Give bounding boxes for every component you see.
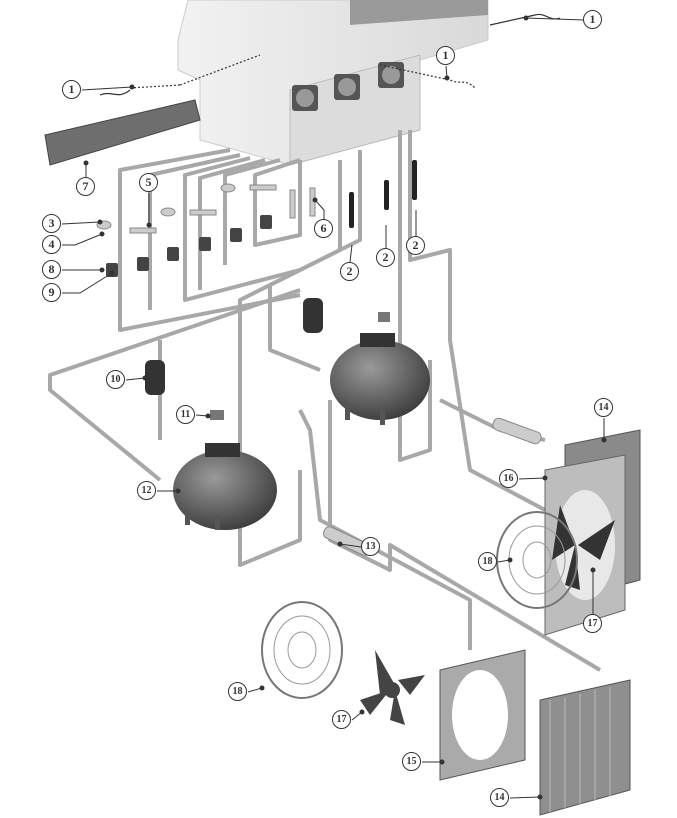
leader-lines (61, 15, 607, 800)
callout-condenser-coil: 14 (490, 788, 509, 807)
callout-fan-shroud: 16 (499, 469, 518, 488)
callout-solenoid-valve: 8 (42, 260, 61, 279)
callout-fan-blade: 17 (332, 710, 351, 729)
compressor (330, 333, 430, 425)
fan-guard (261, 601, 343, 699)
fan-blade (360, 650, 425, 725)
callout-sensor: 1 (583, 10, 602, 29)
evaporator-unit (177, 0, 489, 166)
callout-probe: 2 (406, 236, 425, 255)
compressor (173, 443, 277, 530)
callout-pressure-switch: 11 (176, 405, 195, 424)
callout-valve: 5 (139, 173, 158, 192)
callout-probe: 2 (340, 262, 359, 281)
callout-expansion-valve: 3 (42, 214, 61, 233)
callout-solenoid-coil: 9 (42, 283, 61, 302)
callout-filter-drier: 10 (106, 370, 125, 389)
callout-rail: 7 (76, 177, 95, 196)
callout-fan-shroud: 15 (402, 752, 421, 771)
callout-fan-guard: 18 (478, 552, 497, 571)
callout-sight-glass: 6 (314, 219, 333, 238)
callout-fan-guard: 18 (228, 682, 247, 701)
callout-receiver: 13 (361, 537, 380, 556)
valves (106, 215, 272, 277)
condenser-coil (539, 679, 631, 816)
mounting-rail (44, 99, 201, 166)
callout-probe: 2 (376, 248, 395, 267)
callout-fan-blade: 17 (583, 614, 602, 633)
callout-valve-fitting: 4 (42, 235, 61, 254)
callout-sensor: 1 (436, 46, 455, 65)
callout-sensor: 1 (62, 80, 81, 99)
callout-condenser-coil: 14 (594, 398, 613, 417)
callout-compressor: 12 (137, 481, 156, 500)
